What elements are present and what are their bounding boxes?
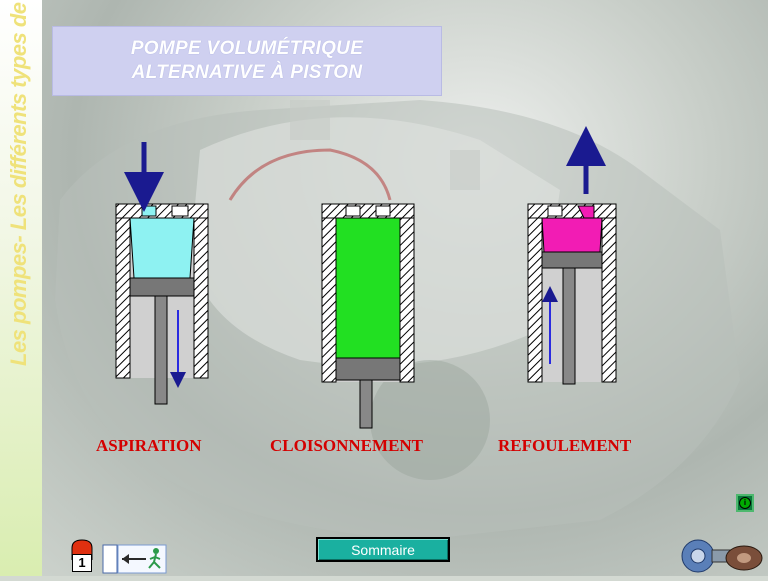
sommaire-button[interactable]: Sommaire	[316, 537, 450, 562]
page-badge: 1	[68, 538, 96, 574]
exit-icon	[102, 544, 167, 574]
page-number: 1	[72, 554, 92, 572]
info-icon: i	[739, 497, 751, 509]
label-aspiration: ASPIRATION	[96, 436, 202, 455]
label-refoulement: REFOULEMENT	[498, 436, 632, 455]
cylinder-aspiration	[115, 142, 209, 405]
sidebar-band	[0, 0, 42, 576]
info-button[interactable]: i	[736, 494, 754, 512]
cylinder-cloisonnement	[321, 203, 415, 429]
title-line-2: ALTERNATIVE À PISTON	[131, 62, 363, 83]
pumps-logo-icon[interactable]	[676, 528, 768, 576]
title-box: POMPE VOLUMÉTRIQUE ALTERNATIVE À PISTON	[52, 26, 442, 96]
label-cloisonnement: CLOISONNEMENT	[270, 436, 424, 455]
title-line-1: POMPE VOLUMÉTRIQUE	[130, 38, 364, 59]
cylinder-refoulement	[527, 126, 617, 385]
exit-button[interactable]	[102, 544, 168, 574]
sommaire-label: Sommaire	[351, 541, 415, 558]
